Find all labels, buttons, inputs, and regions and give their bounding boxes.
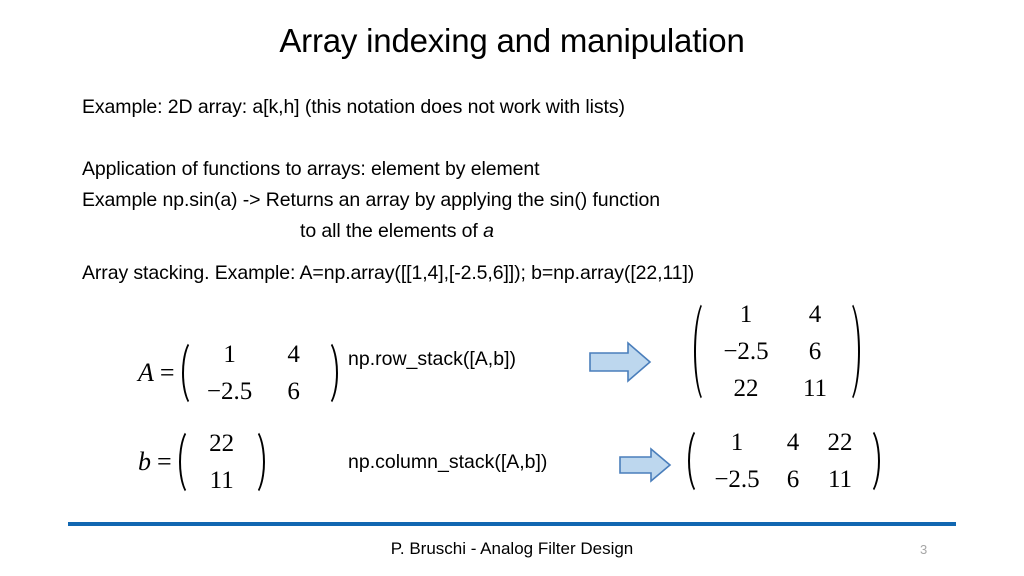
matrix-cell: 1	[223, 341, 236, 368]
matrix-cell: −2.5	[714, 466, 760, 493]
right-arrow-icon	[619, 447, 672, 483]
body-line-array-stacking: Array stacking. Example: A=np.array([[1,…	[82, 262, 695, 284]
matrix-A-body: 1 4 −2.5 6	[181, 336, 338, 410]
matrix-A-grid: 1 4 −2.5 6	[196, 336, 324, 410]
result-row-stack-body: 1 4 −2.5 6 22 11	[694, 296, 860, 407]
matrix-cell: −2.5	[723, 338, 769, 365]
body-line-application-of-functions: Application of functions to arrays: elem…	[82, 158, 540, 180]
left-paren-icon	[694, 296, 708, 407]
right-paren-icon	[251, 425, 265, 499]
equation-matrix-A: A = 1 4 −2.5 6	[138, 336, 338, 410]
matrix-cell: 22	[209, 430, 235, 457]
body-line-variable-a: a	[483, 220, 494, 242]
equation-vector-b: b = 22 11	[138, 425, 265, 499]
matrix-cell: 6	[287, 378, 300, 405]
matrix-cell: 1	[739, 301, 753, 328]
result-column-stack-body: 1 4 22 −2.5 6 11	[688, 424, 880, 498]
body-line-to-all-elements-text: to all the elements of	[300, 220, 484, 242]
matrix-cell: 4	[808, 301, 822, 328]
vector-b-grid: 22 11	[193, 425, 251, 499]
matrix-cell: 6	[786, 466, 800, 493]
result-column-stack-grid: 1 4 22 −2.5 6 11	[702, 424, 866, 498]
right-paren-icon	[324, 336, 338, 410]
vector-b-name: b	[138, 447, 151, 476]
matrix-cell: 11	[209, 467, 234, 494]
matrix-A-name: A	[138, 358, 154, 387]
result-row-stack-grid: 1 4 −2.5 6 22 11	[708, 296, 846, 407]
matrix-cell: 4	[786, 429, 800, 456]
body-line-example-npsin: Example np.sin(a) -> Returns an array by…	[82, 189, 660, 211]
result-row-stack: 1 4 −2.5 6 22 11	[694, 296, 860, 407]
right-arrow-icon	[589, 341, 652, 383]
matrix-cell: −2.5	[206, 378, 253, 405]
left-paren-icon	[688, 424, 702, 498]
matrix-cell: 22	[827, 429, 853, 456]
matrix-cell: 4	[287, 341, 300, 368]
page-number: 3	[920, 542, 928, 557]
matrix-cell: 11	[827, 466, 853, 493]
result-column-stack: 1 4 22 −2.5 6 11	[688, 424, 880, 498]
vector-b-equals: =	[157, 447, 172, 476]
matrix-cell: 22	[733, 375, 759, 402]
vector-b-body: 22 11	[178, 425, 265, 499]
left-paren-icon	[178, 425, 193, 499]
page-title: Array indexing and manipulation	[279, 22, 745, 59]
right-paren-icon	[866, 424, 880, 498]
left-paren-icon	[181, 336, 196, 410]
matrix-A-equals: =	[159, 358, 175, 387]
body-line-to-all-elements: to all the elements of a	[300, 220, 494, 243]
operation-label-row-stack: np.row_stack([A,b])	[348, 348, 516, 370]
body-line-example-2d-array: Example: 2D array: a[k,h] (this notation…	[82, 96, 625, 118]
operation-label-column-stack: np.column_stack([A,b])	[348, 451, 548, 473]
matrix-cell: 1	[730, 429, 744, 456]
matrix-cell: 6	[808, 338, 822, 365]
footer-divider	[68, 522, 956, 526]
matrix-cell: 11	[802, 375, 828, 402]
right-paren-icon	[846, 296, 860, 407]
footer-text: P. Bruschi - Analog Filter Design	[390, 539, 634, 558]
